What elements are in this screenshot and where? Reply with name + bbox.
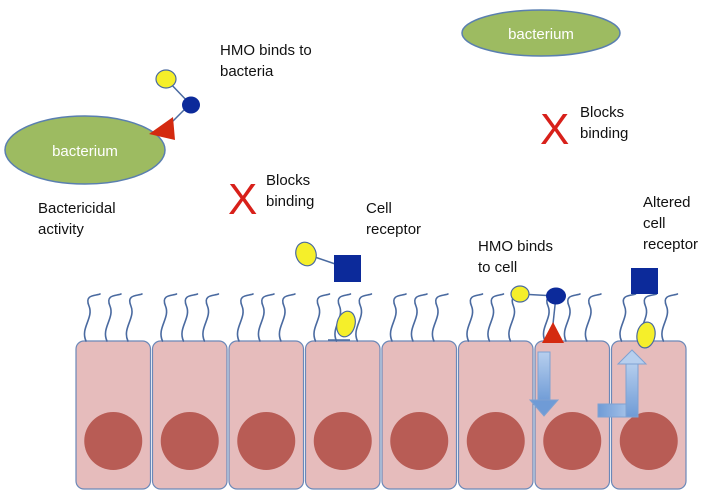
glycan-strand (487, 293, 505, 342)
red-triangle-sugar-icon (149, 117, 175, 140)
glycan-strand (563, 293, 581, 342)
cell-nucleus (619, 412, 678, 470)
glycan-strand (619, 293, 637, 342)
cell-layer (75, 340, 687, 490)
glycan-strand (661, 293, 679, 342)
glycan-strand (278, 293, 296, 342)
glycan-strand (83, 293, 101, 342)
up-bent-arrow-icon (597, 349, 648, 418)
glycan-strand (410, 293, 428, 342)
yellow-circle-sugar-icon (155, 69, 177, 89)
down-arrow-icon (528, 351, 560, 417)
glycan-strand (104, 293, 122, 342)
glycan-strand (236, 293, 254, 342)
glycan-strand (389, 293, 407, 342)
label-cell-receptor: Cell receptor (366, 200, 422, 238)
glycocalyx-strands (83, 293, 679, 342)
blue-circle-sugar-icon (546, 287, 566, 305)
label-blocks-binding-left: Blocks binding (266, 172, 315, 210)
x-block-icon-right: X (540, 105, 570, 154)
cell-nucleus (160, 412, 219, 470)
glycan-strand (125, 293, 143, 342)
blue-square-sugar-icon (631, 268, 658, 294)
yellow-circle-sugar-icon (336, 310, 356, 338)
blue-square-sugar-icon (334, 255, 361, 282)
cell-nucleus (84, 412, 143, 470)
label-blocks-binding-right: Blocks binding (580, 104, 629, 142)
altered-cell-receptor (597, 268, 658, 418)
red-triangle-sugar-icon (542, 322, 564, 343)
cell-nucleus (390, 412, 449, 470)
glycan-strand (355, 293, 373, 342)
cell-receptor (295, 241, 361, 341)
label-altered-cell-receptor: Altered cell receptor (643, 194, 699, 253)
cell-nucleus (313, 412, 372, 470)
label-hmo-binds-cell: HMO binds to cell (478, 238, 554, 276)
glycan-strand (584, 293, 602, 342)
label-bactericidal-activity: Bactericidal activity (38, 200, 116, 238)
bacterium-top: bacterium (461, 9, 621, 57)
yellow-circle-sugar-icon (510, 285, 530, 303)
glycan-strand (202, 293, 220, 342)
glycan-strand (466, 293, 484, 342)
label-hmo-binds-bacteria: HMO binds to bacteria (220, 42, 312, 80)
bacterium-top-label: bacterium (508, 26, 574, 43)
glycan-strand (160, 293, 178, 342)
glycan-strand (181, 293, 199, 342)
yellow-circle-sugar-icon (636, 321, 656, 349)
bacterium-left-label: bacterium (52, 143, 118, 160)
glycan-strand (334, 293, 352, 342)
hmo-bound-to-bacterium (149, 69, 200, 140)
x-block-icon-left: X (228, 175, 258, 224)
bacterium-left: bacterium (4, 115, 166, 185)
hmo-bound-to-cell (510, 285, 566, 417)
cell-nucleus (466, 412, 525, 470)
glycan-strand (257, 293, 275, 342)
bacterium-top-body (461, 9, 621, 57)
cell-nucleus (543, 412, 602, 470)
glycan-strand (313, 293, 331, 342)
yellow-circle-sugar-icon (295, 241, 317, 267)
bacterium-left-body (4, 115, 166, 185)
cell-nucleus (237, 412, 296, 470)
blue-circle-sugar-icon (182, 96, 200, 114)
glycan-strand (431, 293, 449, 342)
